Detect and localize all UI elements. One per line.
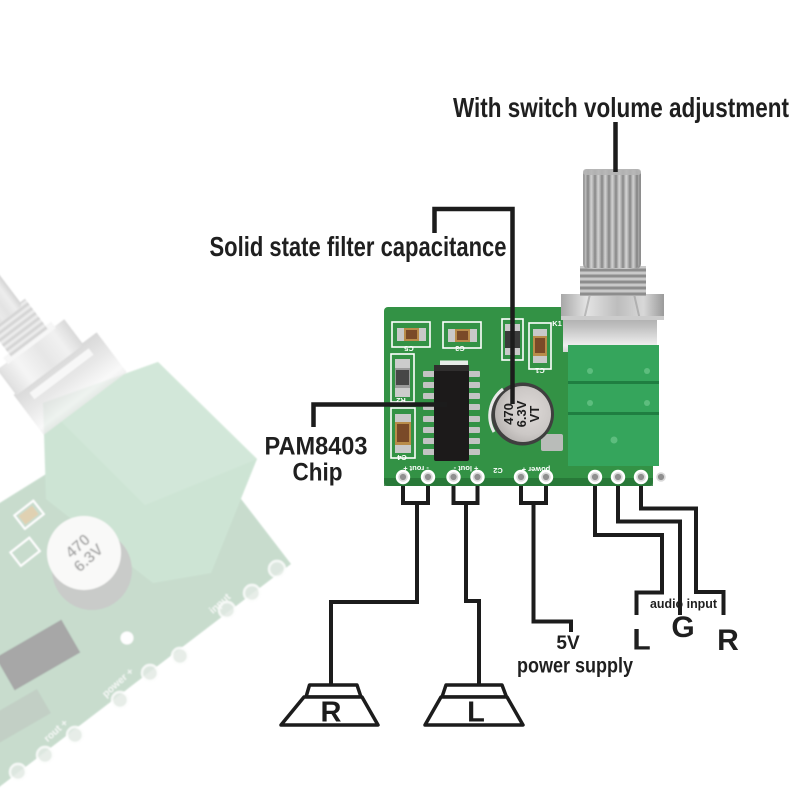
svg-text:R2: R2 [396,396,406,405]
svg-text:470: 470 [501,403,516,425]
svg-text:Chip: Chip [293,459,343,487]
svg-text:C2: C2 [493,466,503,475]
svg-text:R: R [321,697,342,729]
svg-text:C1: C1 [535,366,545,375]
svg-text:C3: C3 [455,344,465,353]
svg-text:C5: C5 [404,344,414,353]
svg-text:audio input: audio input [650,596,718,611]
svg-text:Solid state filter capacitance: Solid state filter capacitance [210,231,507,262]
svg-text:With switch volume adjustment: With switch volume adjustment [453,92,789,123]
svg-text:+ lout -: + lout - [453,464,478,473]
svg-text:5V: 5V [556,633,580,654]
svg-text:PAM8403: PAM8403 [265,433,368,461]
svg-text:VT: VT [527,406,542,423]
svg-text:C4: C4 [396,453,406,462]
svg-text:R: R [717,624,739,657]
svg-text:6.3V: 6.3V [514,400,529,427]
svg-text:K1: K1 [552,319,562,328]
svg-text:power +: power + [521,465,550,474]
svg-text:power supply: power supply [517,655,633,678]
svg-text:L: L [467,697,485,729]
svg-text:G: G [671,611,694,644]
svg-text:- rout +: - rout + [403,464,429,473]
svg-text:L: L [632,624,650,657]
